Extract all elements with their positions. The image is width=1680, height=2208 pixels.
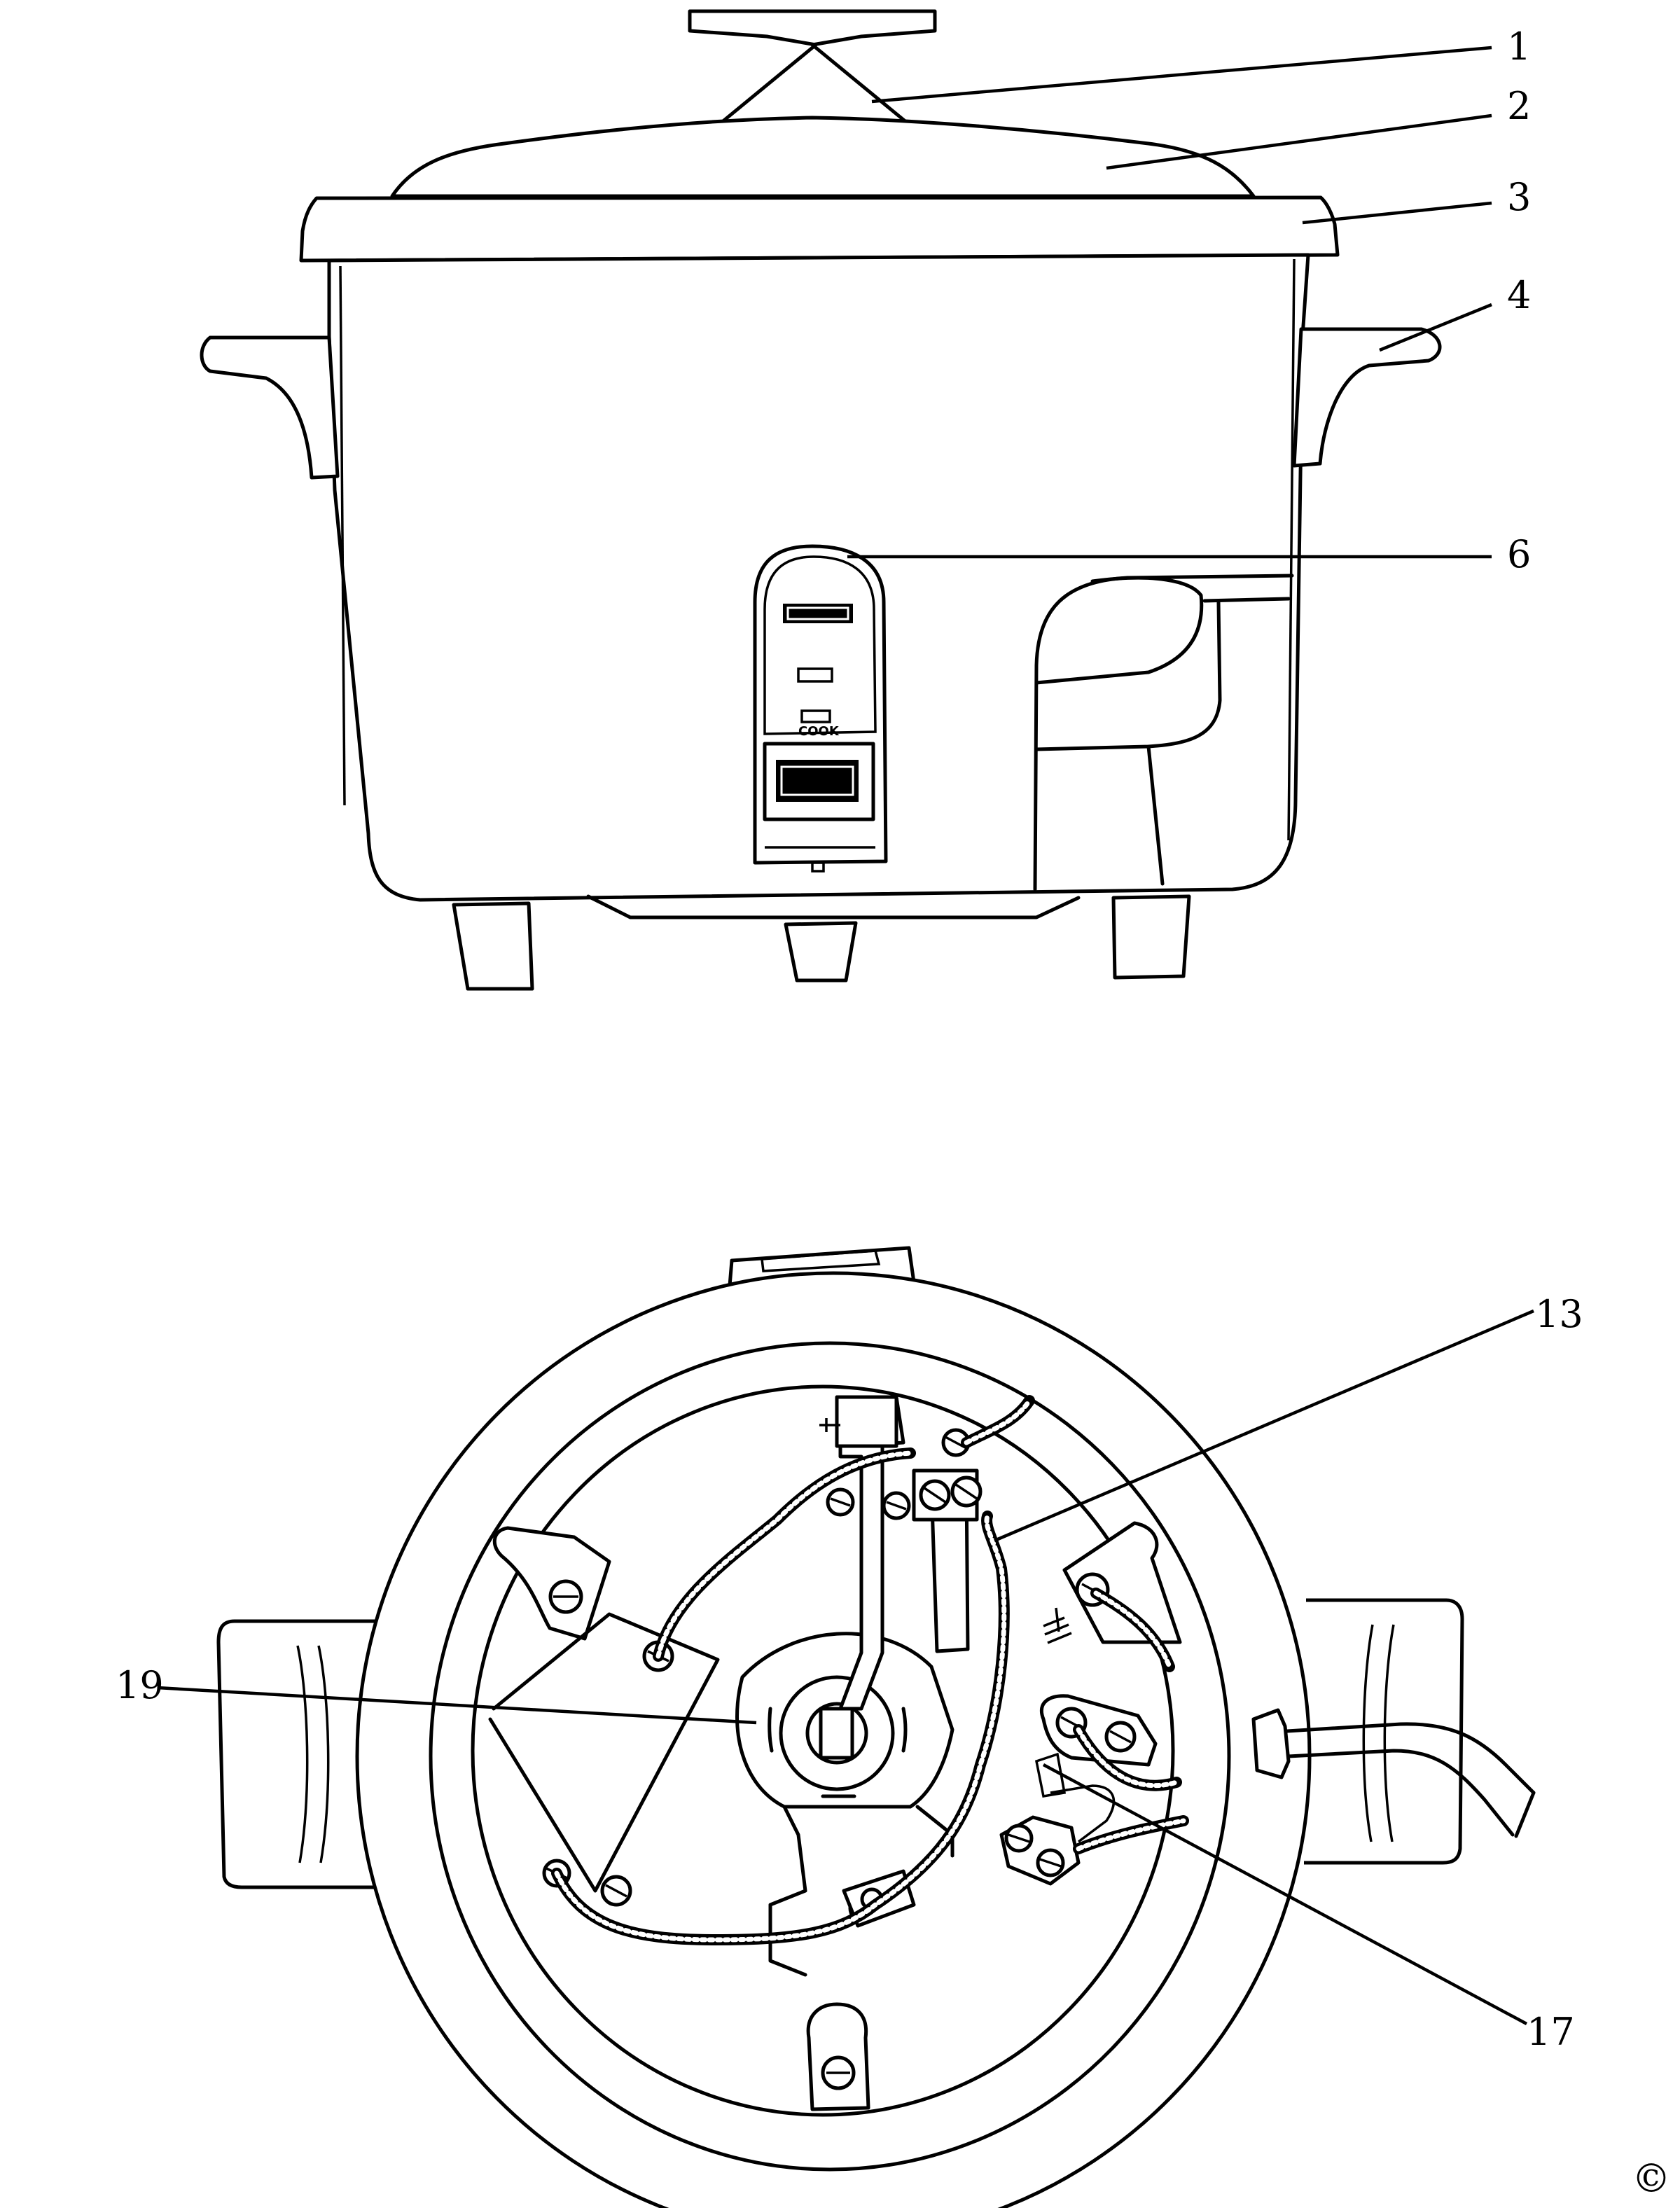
callout-numbers: 1 2 3 4 6 13 17 19 — [116, 25, 1583, 2054]
center-thermostat — [735, 1632, 954, 1809]
ground-symbol-icon — [1043, 1607, 1072, 1644]
left-handle — [200, 335, 340, 480]
lid-dome — [390, 116, 1256, 198]
lid-knob — [688, 9, 937, 125]
braided-wires — [551, 1395, 1189, 1946]
callout-6: 6 — [1507, 532, 1531, 576]
bottom-view — [216, 1246, 1536, 2208]
mount-tab-bottom — [806, 2002, 870, 2111]
terminal-right — [999, 1694, 1158, 1886]
bottom-right-handle — [1304, 1598, 1464, 1865]
lid-rim — [299, 195, 1340, 263]
mount-tab-left — [492, 1526, 611, 1641]
cutaway-inner-pot — [1033, 574, 1294, 891]
callout-2: 2 — [1507, 84, 1531, 128]
callout-13: 13 — [1535, 1292, 1583, 1336]
callout-4: 4 — [1507, 273, 1531, 317]
callout-19: 19 — [116, 1663, 164, 1707]
callout-1: 1 — [1507, 25, 1531, 69]
base-plate — [471, 1384, 1175, 2117]
power-cord — [1251, 1708, 1536, 1838]
heat-shield — [488, 1612, 720, 1893]
callout-17: 17 — [1527, 2010, 1575, 2054]
copyright-mark: © — [1632, 2156, 1671, 2202]
foot-center — [784, 921, 858, 983]
leader-lines — [157, 46, 1534, 2025]
side-view: COOK — [200, 9, 1442, 991]
foot-right — [1111, 894, 1191, 980]
inner-rim — [429, 1341, 1231, 2172]
control-panel: COOK — [753, 544, 888, 873]
foot-left — [452, 901, 534, 991]
bottom-left-handle — [216, 1619, 382, 1889]
right-handle — [1292, 327, 1442, 468]
switch-label: COOK — [798, 724, 840, 739]
callout-3: 3 — [1507, 175, 1531, 219]
switch-lever-assembly — [819, 1395, 983, 1711]
